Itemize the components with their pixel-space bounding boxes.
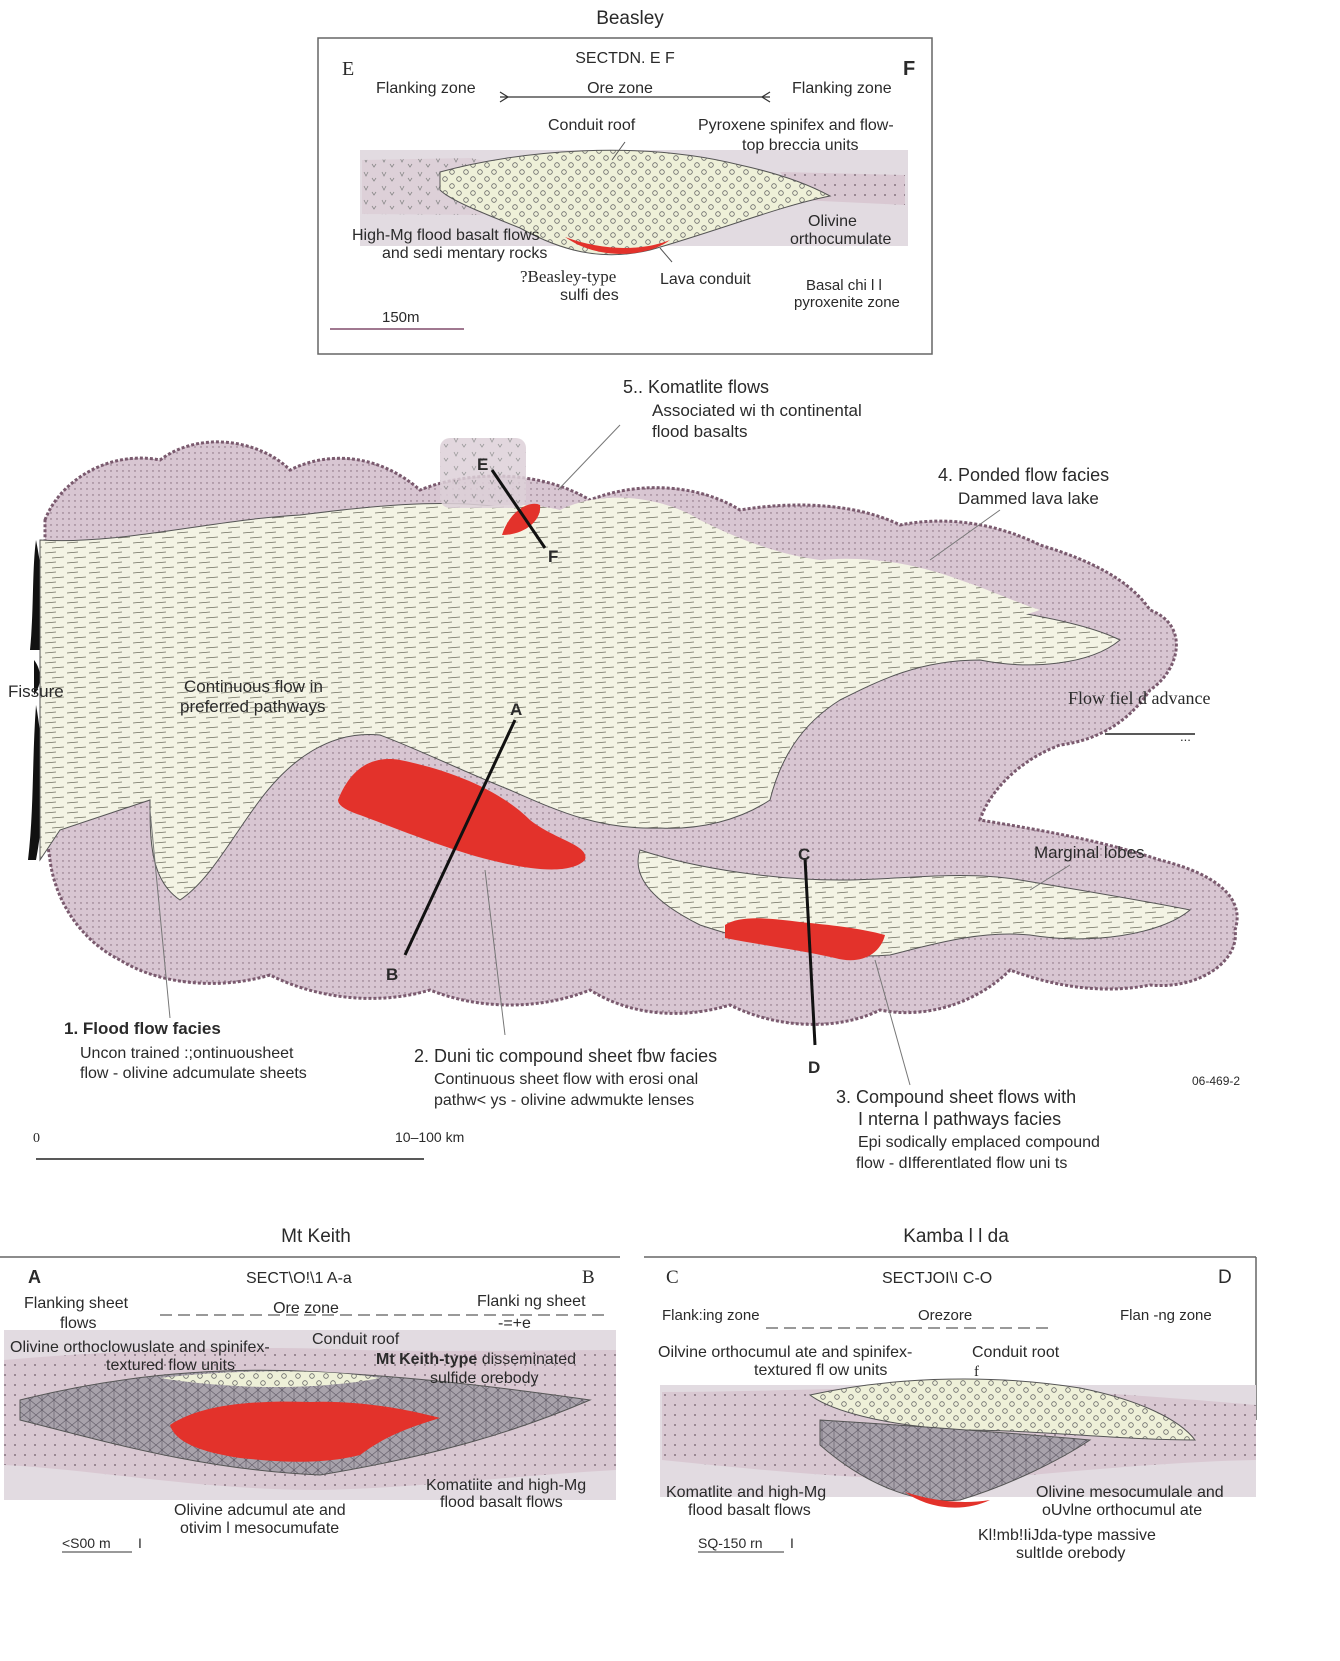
kambalda-olivine-1: Oilvine orthocumul ate and spinifex-	[658, 1344, 912, 1361]
point-a: A	[510, 700, 522, 719]
kambalda-flank-right: Flan -ng zone	[1120, 1307, 1212, 1324]
figure-code: 06-469-2	[1192, 1074, 1240, 1088]
beasley-highmg-2: and sedi mentary rocks	[382, 245, 547, 262]
beasley-pyroxene-2: top breccia units	[742, 137, 859, 154]
beasley-scale-label: 150m	[382, 309, 420, 326]
beasley-basal-1: Basal chi l l	[806, 277, 882, 294]
kambalda-conduit-f: f	[974, 1364, 979, 1380]
label3-title2: I nterna l pathways facies	[858, 1109, 1061, 1129]
fissure-label: Fissure	[8, 682, 64, 701]
kambalda-scale-tick: I	[790, 1535, 794, 1551]
beasley-type-1: ?Beasley-type	[520, 267, 616, 286]
label4-title: 4. Ponded flow facies	[938, 465, 1109, 485]
kambalda-flank-left: Flank:ing zone	[662, 1307, 760, 1324]
beasley-type-2: sulfi des	[560, 287, 619, 304]
mtkeith-corner-b: B	[582, 1267, 595, 1288]
mtkeith-scale: <S00 m	[62, 1535, 111, 1551]
kambalda-section: Kamba l l da C SECTJOI\I C-O D Flank:ing…	[644, 1226, 1256, 1562]
kambalda-komatiite-2: flood basalt flows	[688, 1502, 811, 1519]
kambalda-scale: SQ-150 rn	[698, 1535, 763, 1551]
beasley-title: Beasley	[596, 8, 664, 29]
beasley-lava-conduit-label: Lava conduit	[660, 271, 751, 288]
mtkeith-conduit-roof: Conduit roof	[312, 1331, 400, 1348]
flow-field-map: 5.. Komatlite flows Associated wi th con…	[8, 377, 1240, 1172]
mtkeith-adcum-1: Olivine adcumul ate and	[174, 1502, 346, 1519]
label5-sub1: Associated wi th continental	[652, 401, 862, 420]
mtkeith-title: Mt Keith	[281, 1226, 351, 1247]
mtkeith-olivine-1: Olivine orthoclowuslate and spinifex-	[10, 1339, 270, 1356]
mtkeith-type: Mt Keith-type disseminated	[376, 1351, 576, 1368]
mtkeith-komatiite-2: flood basalt flows	[440, 1494, 563, 1511]
label1-sub2: flow - olivine adcumulate sheets	[80, 1065, 307, 1082]
kambalda-olivine-2: textured fl ow units	[754, 1362, 887, 1379]
map-scale-zero: 0	[33, 1131, 40, 1146]
kambalda-corner-c: C	[666, 1267, 679, 1288]
flow-advance-mark: ...	[1180, 729, 1191, 744]
beasley-ore-zone: Ore zone	[587, 80, 653, 97]
mtkeith-section-label: SECT\O!\1 A-a	[246, 1270, 352, 1287]
mtkeith-scale-tick: I	[138, 1535, 142, 1551]
point-b: B	[386, 965, 398, 984]
point-e: E	[477, 455, 488, 474]
beasley-corner-e: E	[342, 58, 354, 80]
mtkeith-olivine-2: textured flow units	[106, 1357, 235, 1374]
kambalda-meso-1: Olivine mesocumulale and	[1036, 1484, 1224, 1501]
map-scale-range: 10–100 km	[395, 1129, 464, 1145]
mtkeith-section: Mt Keith A SECT\O!\1 A-a B Flanking shee…	[0, 1226, 620, 1552]
flow-advance-label: Flow fiel d advance	[1068, 688, 1210, 708]
label4-sub: Dammed lava lake	[958, 489, 1099, 508]
mtkeith-flank-left-2: flows	[60, 1315, 96, 1332]
kambalda-type-1: Kl!mb!IiJda-type massive	[978, 1527, 1156, 1544]
kambalda-type-2: sultIde orebody	[1016, 1545, 1125, 1562]
kambalda-corner-d: D	[1218, 1267, 1232, 1288]
label2-sub1: Continuous sheet flow with erosi onal	[434, 1071, 698, 1088]
point-d: D	[808, 1058, 820, 1077]
mtkeith-flank-right-1: Flanki ng sheet	[477, 1293, 586, 1310]
beasley-section: Beasley SECTDN. E F E F Flanking zone Or…	[318, 8, 932, 354]
beasley-pyroxene-1: Pyroxene spinifex and flow-	[698, 117, 894, 134]
kambalda-komatiite-1: Komatlite and high-Mg	[666, 1484, 826, 1501]
kambalda-meso-2: oUvlne orthocumul ate	[1042, 1502, 1202, 1519]
continuous-2: preferred pathways	[180, 697, 326, 716]
mtkeith-flank-right-2: -=+e	[498, 1315, 531, 1332]
continuous-1: Continuous flow in	[184, 677, 323, 696]
beasley-flanking-right: Flanking zone	[792, 80, 892, 97]
beasley-corner-f: F	[903, 58, 915, 80]
mtkeith-komatiite-1: Komatiite and high-Mg	[426, 1477, 586, 1494]
label3-sub1: Epi sodically emplaced compound	[858, 1134, 1100, 1151]
mtkeith-ore-zone: Ore zone	[273, 1300, 339, 1317]
mtkeith-adcum-2: otivim l mesocumufate	[180, 1520, 339, 1537]
label3-sub2: flow - dIfferentlated flow uni ts	[856, 1155, 1067, 1172]
label2-title: 2. Duni tic compound sheet fbw facies	[414, 1046, 717, 1066]
beasley-olivine-2: orthocumulate	[790, 231, 891, 248]
beasley-conduit-roof: Conduit roof	[548, 117, 636, 134]
beasley-highmg-1: High-Mg flood basalt flows	[352, 227, 540, 244]
kambalda-title: Kamba l l da	[903, 1226, 1009, 1247]
label5-sub2: flood basalts	[652, 422, 747, 441]
label3-title1: 3. Compound sheet flows with	[836, 1087, 1076, 1107]
point-f: F	[548, 547, 558, 566]
beasley-olivine-1: Olivine	[808, 213, 857, 230]
kambalda-conduit-root: Conduit root	[972, 1344, 1060, 1361]
mtkeith-sulfide: sulfide orebody	[430, 1370, 539, 1387]
beasley-section-label: SECTDN. E F	[575, 50, 675, 67]
point-c: C	[798, 845, 810, 864]
beasley-flanking-left: Flanking zone	[376, 80, 476, 97]
kambalda-section-label: SECTJOI\I C-O	[882, 1270, 992, 1287]
label1-sub1: Uncon trained :;ontinuousheet	[80, 1045, 294, 1062]
mtkeith-corner-a: A	[28, 1267, 41, 1287]
kambalda-ore-zone: Orezore	[918, 1307, 972, 1324]
label5-title: 5.. Komatlite flows	[623, 377, 769, 397]
label2-sub2: pathw< ys - olivine adwmukte lenses	[434, 1092, 694, 1109]
marginal-lobes: Marginal lobes	[1034, 843, 1145, 862]
beasley-basal-2: pyroxenite zone	[794, 294, 900, 311]
label1-title: 1. Flood flow facies	[64, 1019, 221, 1038]
mtkeith-flank-left-1: Flanking sheet	[24, 1295, 129, 1312]
